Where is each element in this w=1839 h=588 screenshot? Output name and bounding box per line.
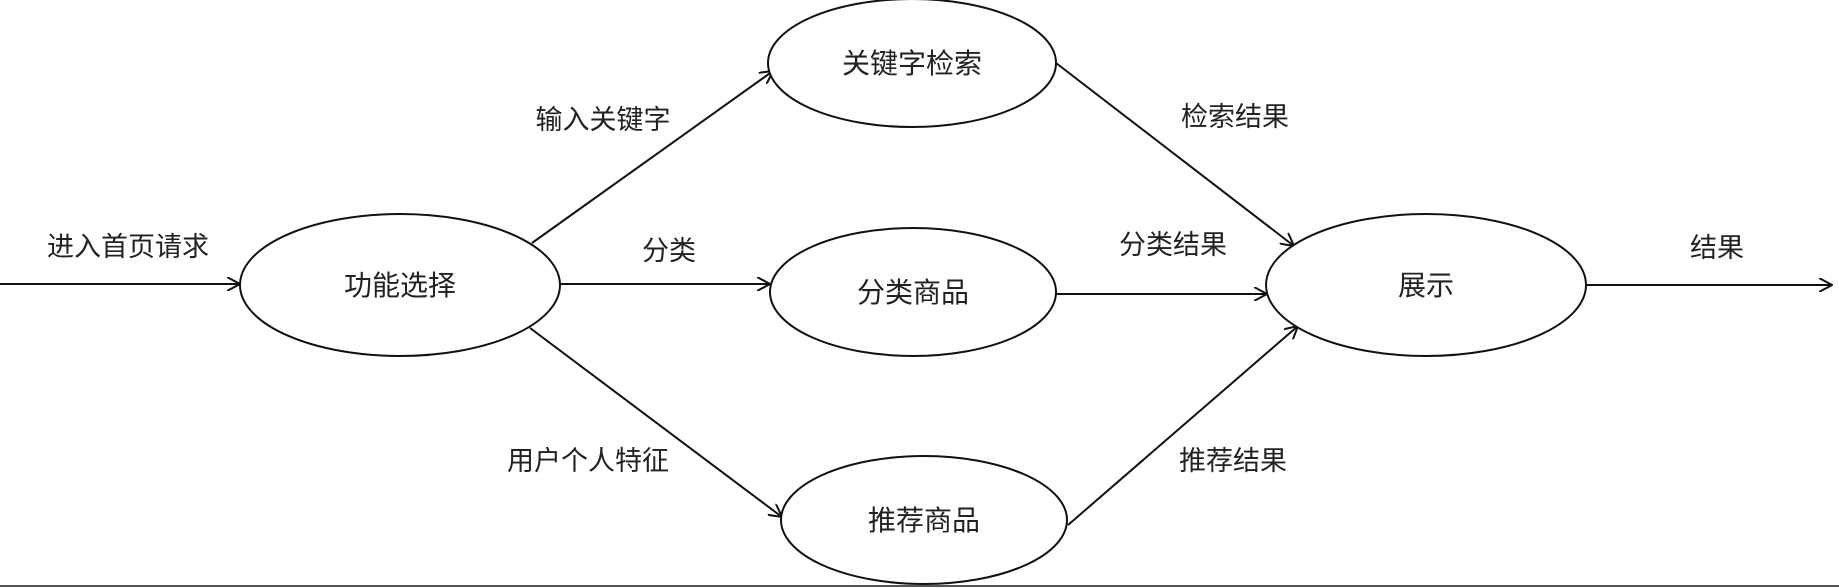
edge-label-search-result: 检索结果 (1181, 102, 1289, 133)
edge-label-category-result: 分类结果 (1119, 230, 1227, 261)
node-function-select-label: 功能选择 (344, 269, 456, 302)
node-recommend-goods-label: 推荐商品 (868, 504, 980, 537)
node-display: 展示 (1265, 213, 1587, 357)
node-category-goods-label: 分类商品 (857, 276, 969, 309)
edge-recommend-result (1067, 326, 1298, 526)
node-function-select: 功能选择 (239, 213, 561, 357)
edge-label-recommend-result: 推荐结果 (1179, 446, 1287, 477)
edge-label-input-keyword: 输入关键字 (536, 105, 671, 136)
edge-label-category: 分类 (642, 236, 696, 267)
edge-user-features (529, 327, 782, 517)
edge-label-user-features: 用户个人特征 (507, 446, 669, 477)
node-keyword-search-label: 关键字检索 (842, 47, 982, 80)
edge-label-enter-homepage: 进入首页请求 (47, 232, 209, 263)
node-category-goods: 分类商品 (769, 227, 1057, 357)
edge-search-result (1055, 62, 1294, 246)
edge-input-keyword (531, 71, 773, 244)
node-display-label: 展示 (1398, 269, 1454, 302)
node-recommend-goods: 推荐商品 (780, 455, 1068, 585)
edge-label-result: 结果 (1690, 233, 1744, 264)
node-keyword-search: 关键字检索 (767, 0, 1057, 128)
